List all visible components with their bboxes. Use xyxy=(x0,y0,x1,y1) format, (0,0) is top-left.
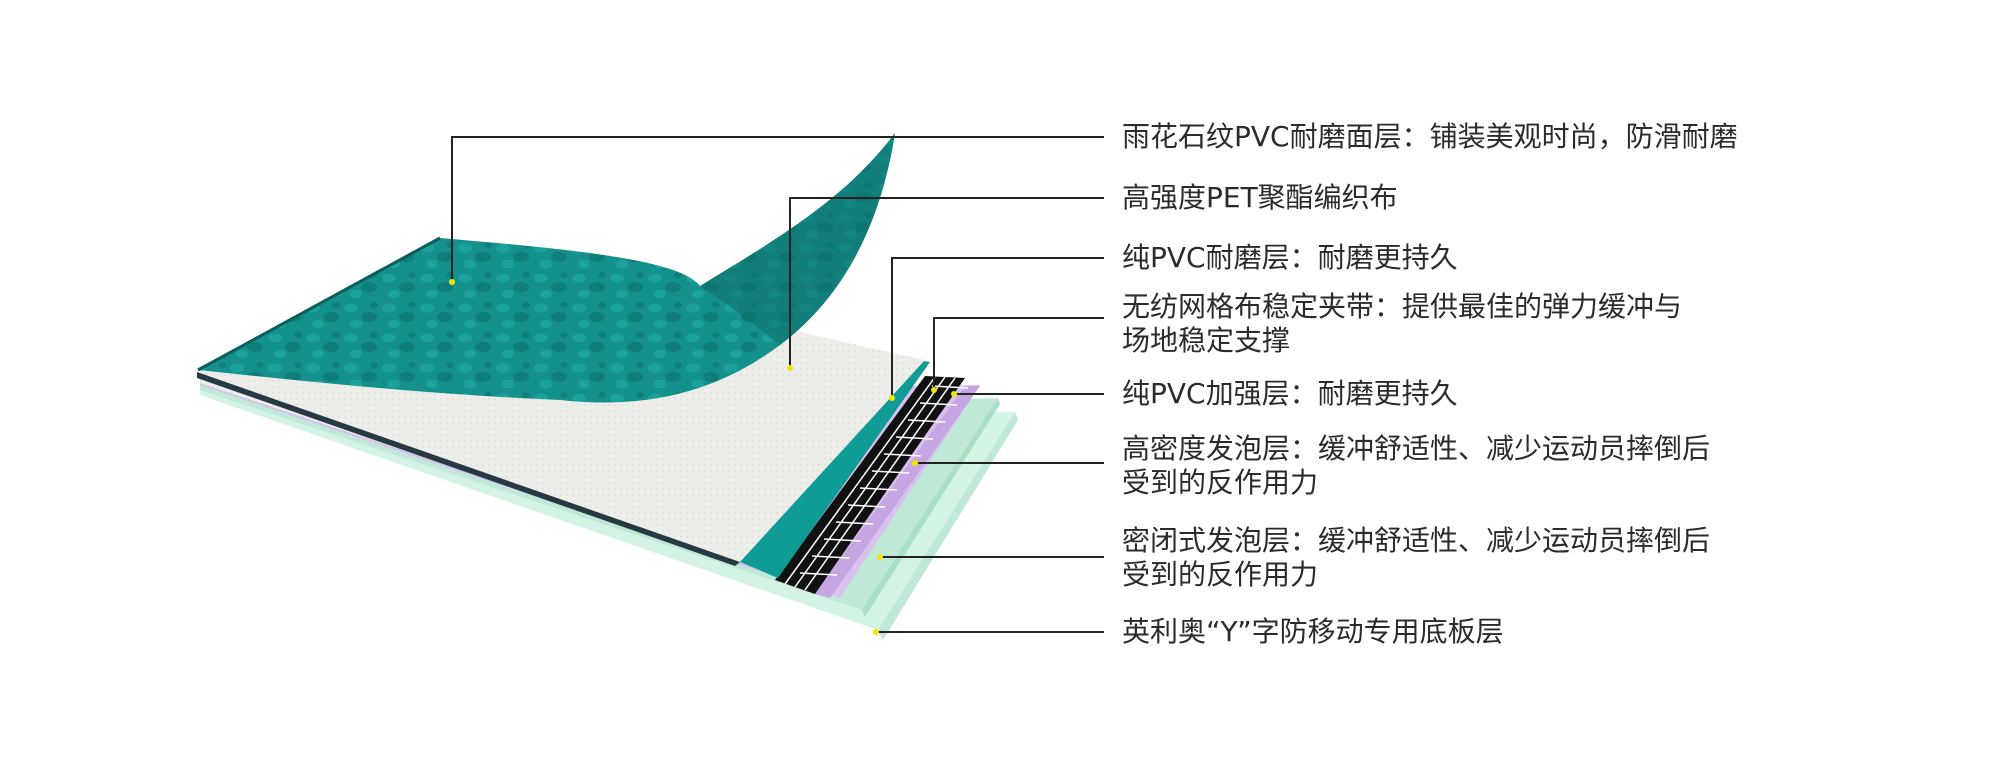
label-surface: 雨花石纹PVC耐磨面层：铺装美观时尚，防滑耐磨 xyxy=(1122,120,1738,153)
leader-grid-band xyxy=(933,317,1104,390)
hd-foam-layer-edge xyxy=(815,386,980,598)
label-closed-foam: 密闭式发泡层：缓冲舒适性、减少运动员摔倒后 xyxy=(1122,524,1711,557)
dot-surface xyxy=(449,279,455,285)
label-base: 英利奥“Y”字防移动专用底板层 xyxy=(1122,615,1504,648)
label-pure-pvc: 纯PVC耐磨层：耐磨更持久 xyxy=(1122,241,1458,274)
dot-pet xyxy=(787,365,793,371)
dot-grid-band xyxy=(931,387,937,393)
grid-band-lines xyxy=(784,376,969,591)
dot-reinforce xyxy=(951,391,957,397)
leader-pet xyxy=(789,197,1104,368)
leader-surface xyxy=(451,136,1104,282)
label-pet: 高强度PET聚酯编织布 xyxy=(1122,181,1398,214)
surface-curl-underside xyxy=(700,133,895,345)
pure-pvc-layer-shape xyxy=(740,358,930,578)
dot-pure-pvc xyxy=(889,395,895,401)
dot-closed-foam xyxy=(877,554,883,560)
label-hd-foam-line2: 受到的反作用力 xyxy=(1122,466,1319,499)
label-hd-foam: 高密度发泡层：缓冲舒适性、减少运动员摔倒后 xyxy=(1122,432,1711,465)
leader-pure-pvc xyxy=(891,257,1104,398)
surface-layer-shape xyxy=(198,133,895,403)
label-reinforce: 纯PVC加强层：耐磨更持久 xyxy=(1122,377,1458,410)
label-closed-foam-line2: 受到的反作用力 xyxy=(1122,558,1319,591)
base-layer-edge xyxy=(878,412,1018,640)
dot-hd-foam xyxy=(912,460,918,466)
label-grid-band-line2: 场地稳定支撑 xyxy=(1122,324,1291,357)
surface-edge xyxy=(197,372,740,566)
dot-base xyxy=(873,629,879,635)
surface-front-edge xyxy=(197,236,441,372)
closed-foam-layer-edge xyxy=(862,398,1000,617)
label-grid-band: 无纺网格布稳定夹带：提供最佳的弹力缓冲与 xyxy=(1122,290,1683,323)
